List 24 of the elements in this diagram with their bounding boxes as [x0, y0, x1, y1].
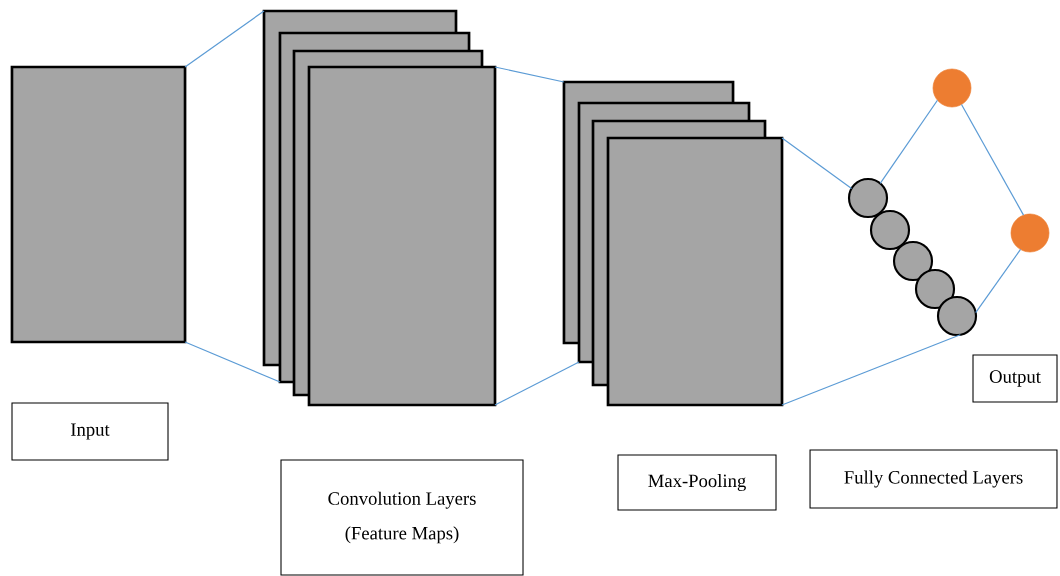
label-box: Convolution Layers (Feature Maps) [280, 459, 524, 576]
connector-line [494, 66, 565, 83]
connector-line [184, 10, 265, 68]
neuron [869, 209, 911, 251]
connector-line [879, 99, 939, 185]
label-box: Fully Connected Layers [809, 449, 1058, 509]
label-box: Input [11, 402, 169, 461]
connector-line [960, 103, 1025, 216]
neuron [847, 177, 889, 219]
connector-line [781, 137, 853, 190]
connector-line [781, 334, 961, 406]
neuron [892, 240, 934, 282]
neuron [914, 268, 956, 310]
connector-line [975, 248, 1022, 314]
label-box: Max-Pooling [617, 454, 777, 511]
neuron [936, 295, 978, 337]
connector-line [494, 361, 580, 406]
feature-map [10, 65, 187, 344]
feature-map [307, 65, 497, 407]
label-box: Output [972, 354, 1058, 403]
output-neuron [932, 68, 972, 108]
output-neuron [1010, 213, 1050, 253]
feature-map [606, 136, 784, 407]
connector-line [184, 341, 281, 383]
